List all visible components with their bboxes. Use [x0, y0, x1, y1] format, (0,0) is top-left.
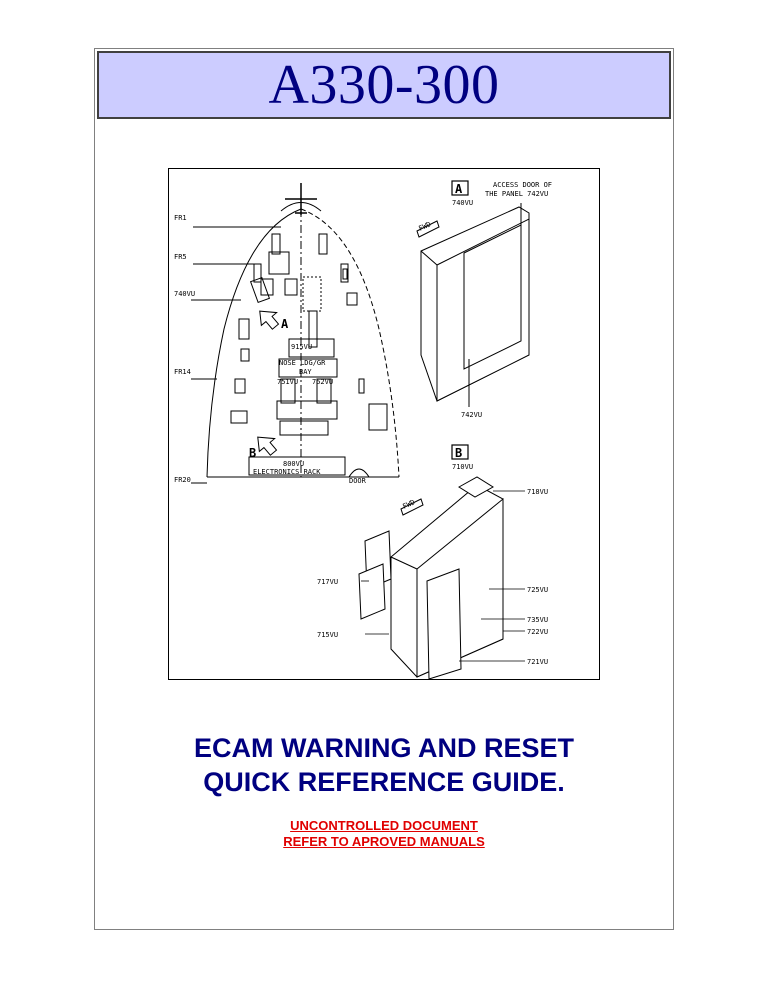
detail-b-code: 710VU	[452, 463, 473, 471]
frame-label-fr5: FR5	[174, 253, 187, 261]
guide-heading-line2: QUICK REFERENCE GUIDE.	[203, 767, 565, 797]
detail-b: B 710VU FWD 718VU	[317, 444, 548, 679]
fwd-arrow-a-icon	[416, 220, 440, 238]
diagram-svg: FR1 FR5 FR14 FR20 740VU A B 915VU NOSE L…	[174, 180, 552, 679]
refer-manuals-notice: REFER TO APROVED MANUALS	[283, 834, 485, 849]
frame-label-fr14: FR14	[174, 368, 191, 376]
detail-a-access-2: THE PANEL 742VU	[485, 190, 548, 198]
arrow-b-icon	[257, 436, 278, 456]
label-735vu: 735VU	[527, 616, 548, 624]
label-725vu: 725VU	[527, 586, 548, 594]
label-nose-ldg: NOSE LDG/GR	[279, 359, 326, 367]
fuselage-plan	[191, 183, 400, 484]
plan-label-a: A	[281, 317, 289, 331]
label-715vu: 715VU	[317, 631, 338, 639]
label-751vu: 751VU	[277, 378, 298, 386]
label-800vu: 800VU	[283, 460, 304, 468]
detail-a-code: 740VU	[452, 199, 473, 207]
frame-label-fr1: FR1	[174, 214, 187, 222]
detail-a: A 740VU ACCESS DOOR OF THE PANEL 742VU F…	[416, 180, 552, 419]
label-electronics-rack: ELECTRONICS RACK	[253, 468, 321, 476]
detail-a-bottom: 742VU	[461, 411, 482, 419]
label-718vu: 718VU	[527, 488, 548, 496]
detail-a-letter: A	[455, 182, 463, 196]
label-721vu: 721VU	[527, 658, 548, 666]
avionics-location-diagram: FR1 FR5 FR14 FR20 740VU A B 915VU NOSE L…	[168, 168, 600, 680]
guide-heading-line1: ECAM WARNING AND RESET	[193, 733, 574, 763]
frame-label-fr20: FR20	[174, 476, 191, 484]
detail-a-access-1: ACCESS DOOR OF	[493, 181, 552, 189]
label-752vu: 752VU	[312, 378, 333, 386]
label-door: DOOR	[349, 477, 367, 485]
uncontrolled-notice: UNCONTROLLED DOCUMENT	[290, 818, 478, 833]
page-title: A330-300	[268, 54, 500, 116]
label-915vu: 915VU	[291, 343, 312, 351]
title-band: A330-300	[97, 51, 671, 119]
arrow-a-icon	[259, 310, 280, 330]
plan-label-b: B	[249, 446, 256, 460]
label-bay: BAY	[299, 368, 312, 376]
fwd-arrow-b-icon	[400, 498, 424, 516]
detail-b-letter: B	[455, 446, 462, 460]
label-740vu-plan: 740VU	[174, 290, 195, 298]
label-722vu: 722VU	[527, 628, 548, 636]
label-717vu: 717VU	[317, 578, 338, 586]
